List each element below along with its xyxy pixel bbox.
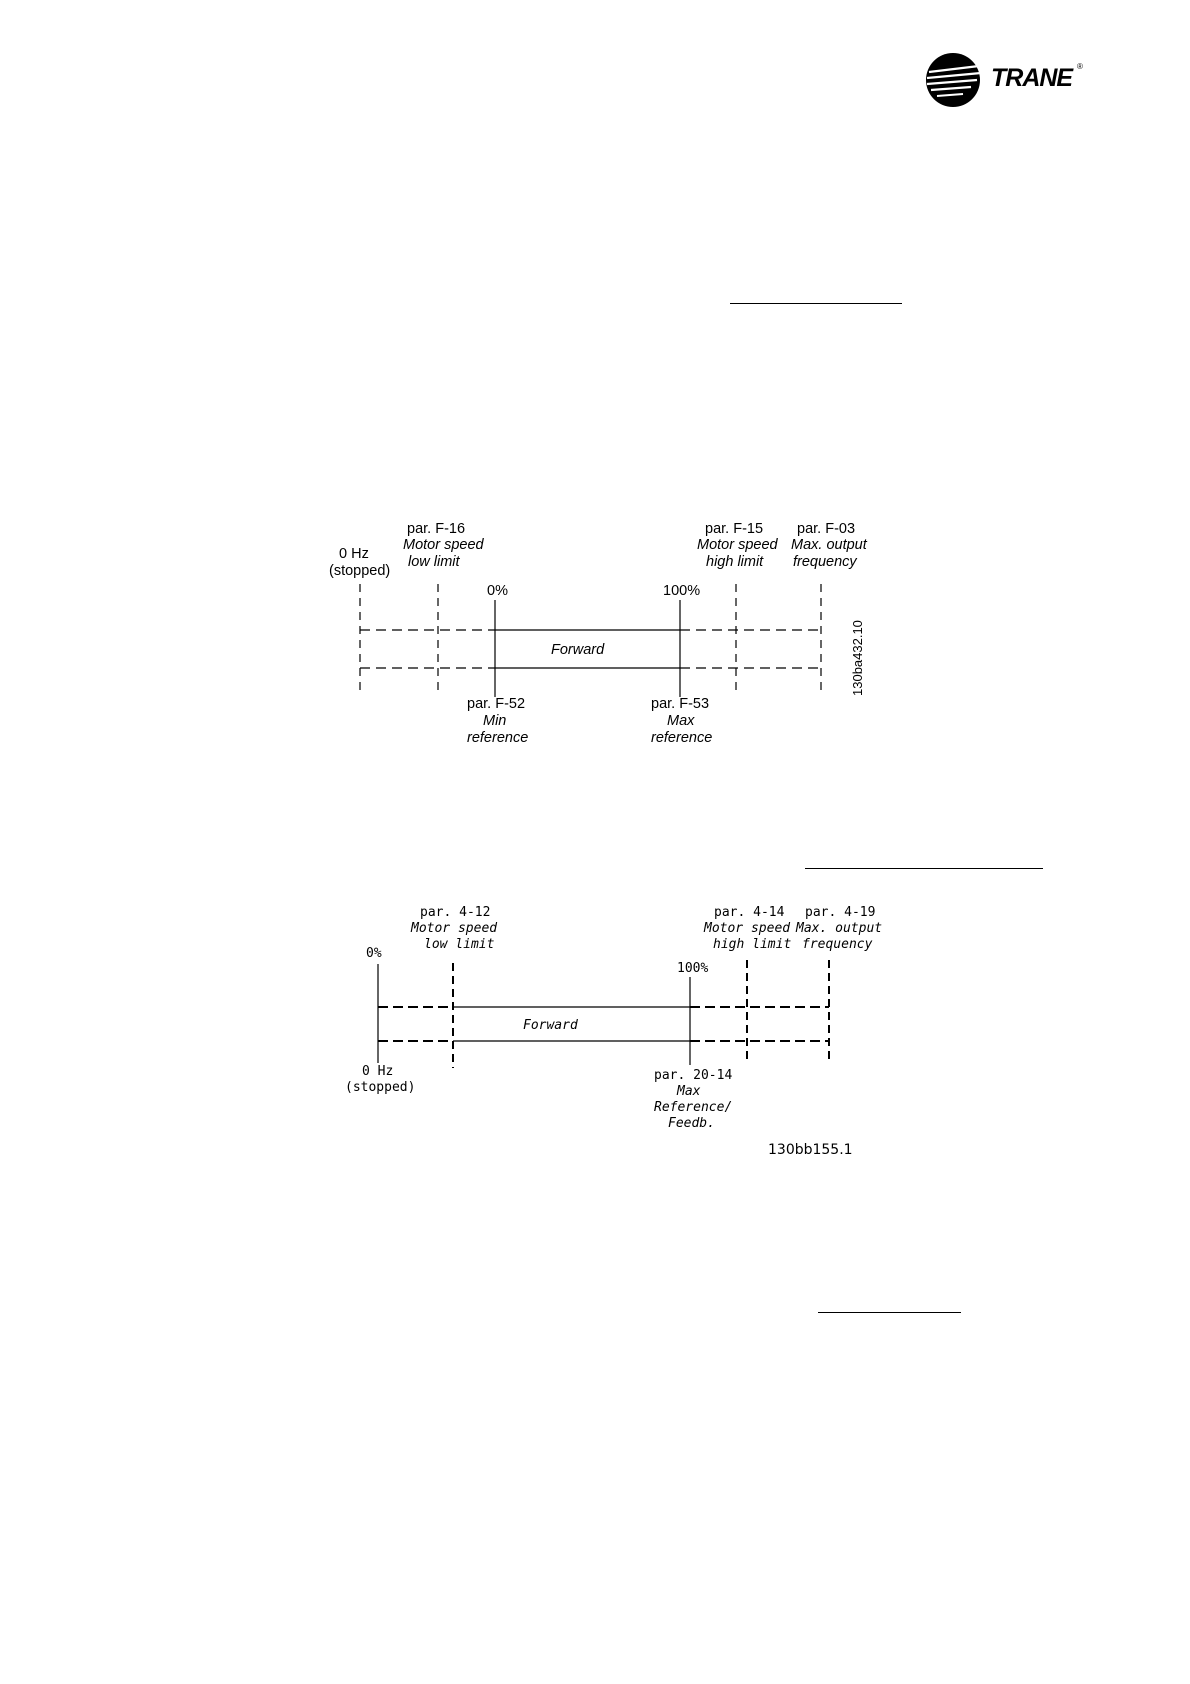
registered-mark: ® — [1077, 62, 1083, 71]
label-high-limit-l1: Motor speed — [697, 537, 779, 553]
label-low-limit-l2-2: low limit — [424, 937, 495, 952]
label-max-ref-l1: Max — [667, 713, 695, 729]
trane-globe-icon — [926, 53, 982, 107]
label-max-output-par: par. F-03 — [797, 521, 855, 537]
label-max-output-l2: frequency — [793, 554, 857, 570]
label-max-output-l2-2: frequency — [802, 937, 873, 952]
label-max-ref-l2-2: Reference/ — [654, 1100, 732, 1115]
label-max-ref-l3-2: Feedb. — [668, 1116, 715, 1131]
label-max-ref-par-2: par. 20-14 — [654, 1068, 732, 1083]
figure-id-1: 130ba432.10 — [850, 620, 865, 696]
label-max-output-l1: Max. output — [791, 537, 868, 553]
trane-logo: TRANE ® — [925, 52, 1085, 108]
label-max-output-par-2: par. 4-19 — [805, 905, 875, 920]
figure-id-2: 130bb155.1 — [768, 1142, 853, 1158]
label-stopped: (stopped) — [329, 563, 390, 579]
label-low-limit-l2: low limit — [408, 554, 461, 570]
underline-rule-1 — [730, 303, 902, 304]
label-max-ref-l2: reference — [651, 730, 712, 746]
label-0-percent-2: 0% — [366, 946, 382, 961]
underline-rule-3 — [818, 1312, 961, 1313]
label-high-limit-par: par. F-15 — [705, 521, 763, 537]
label-0hz: 0 Hz — [339, 546, 369, 562]
label-min-ref-l1: Min — [483, 713, 506, 729]
label-min-ref-l2: reference — [467, 730, 528, 746]
label-max-ref-l1-2: Max — [676, 1084, 701, 1099]
label-100-percent-2: 100% — [677, 961, 708, 976]
label-high-limit-par-2: par. 4-14 — [714, 905, 785, 920]
label-0-percent: 0% — [487, 583, 508, 599]
label-max-output-l1-2: Max. output — [795, 921, 882, 936]
brand-name: TRANE — [991, 64, 1073, 92]
label-min-ref-par: par. F-52 — [467, 696, 525, 712]
label-low-limit-par-2: par. 4-12 — [420, 905, 490, 920]
label-stopped-2: (stopped) — [345, 1080, 415, 1095]
label-high-limit-l1-2: Motor speed — [703, 921, 790, 936]
label-100-percent: 100% — [663, 583, 700, 599]
label-0hz-2: 0 Hz — [362, 1064, 393, 1079]
label-low-limit-l1-2: Motor speed — [410, 921, 497, 936]
label-high-limit-l2: high limit — [706, 554, 764, 570]
label-low-limit-par: par. F-16 — [407, 521, 465, 537]
label-max-ref-par: par. F-53 — [651, 696, 709, 712]
underline-rule-2 — [805, 868, 1043, 869]
label-high-limit-l2-2: high limit — [713, 937, 791, 952]
label-low-limit-l1: Motor speed — [403, 537, 485, 553]
label-forward-2: Forward — [523, 1018, 578, 1033]
label-forward: Forward — [551, 642, 605, 658]
